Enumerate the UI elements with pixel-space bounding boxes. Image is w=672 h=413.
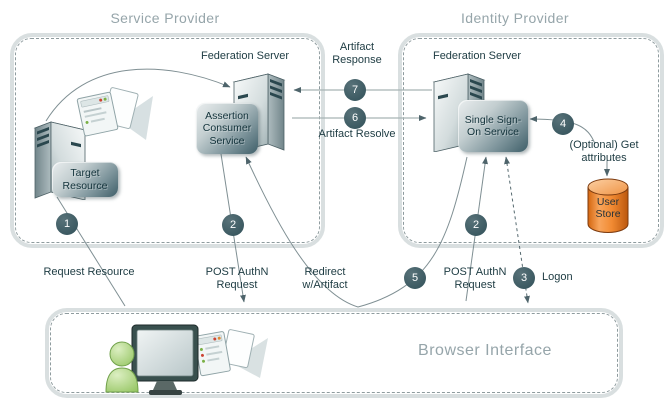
step-5-badge: 5 xyxy=(404,267,426,289)
identity-provider-title: Identity Provider xyxy=(461,10,569,26)
browser-user-icon xyxy=(105,324,268,395)
step-6-badge: 6 xyxy=(344,107,366,129)
target-resource-pill: Target Resource xyxy=(52,162,118,197)
step-3-badge: 3 xyxy=(513,267,535,289)
user-store-icon xyxy=(587,178,629,233)
get-attributes-label: (Optional) Get attributes xyxy=(569,139,639,165)
step-7-badge: 7 xyxy=(344,79,366,101)
idp-federation-server-label: Federation Server xyxy=(432,50,522,62)
redirect-artifact-label: Redirect w/Artifact xyxy=(302,266,348,292)
step-1-badge: 1 xyxy=(56,213,78,235)
arrow-logon-dashed xyxy=(504,156,530,304)
single-sign-on-service-pill: Single Sign-On Service xyxy=(458,100,528,152)
post-authn-idp-label: POST AuthN Request xyxy=(443,266,507,292)
sp-federation-server-label: Federation Server xyxy=(200,50,290,62)
browser-interface-title: Browser Interface xyxy=(418,342,552,359)
logon-label: Logon xyxy=(542,271,573,283)
documents-icon xyxy=(76,87,153,140)
assertion-consumer-service-pill: Assertion Consumer Service xyxy=(196,103,258,154)
arrow-get-attributes xyxy=(529,116,596,145)
arrow-redirect-artifact xyxy=(245,156,468,308)
artifact-resolve-label: Artifact Resolve xyxy=(318,128,396,140)
artifact-response-label: Artifact Response xyxy=(332,41,382,67)
request-resource-label: Request Resource xyxy=(43,266,135,278)
user-store-label: User Store xyxy=(595,196,621,221)
step-4-badge: 4 xyxy=(552,113,574,135)
arrow-target-to-fedserver xyxy=(45,68,231,122)
step-2-sp-badge: 2 xyxy=(222,214,244,236)
step-2-idp-badge: 2 xyxy=(465,214,487,236)
service-provider-title: Service Provider xyxy=(110,10,220,26)
post-authn-sp-label: POST AuthN Request xyxy=(205,266,269,292)
